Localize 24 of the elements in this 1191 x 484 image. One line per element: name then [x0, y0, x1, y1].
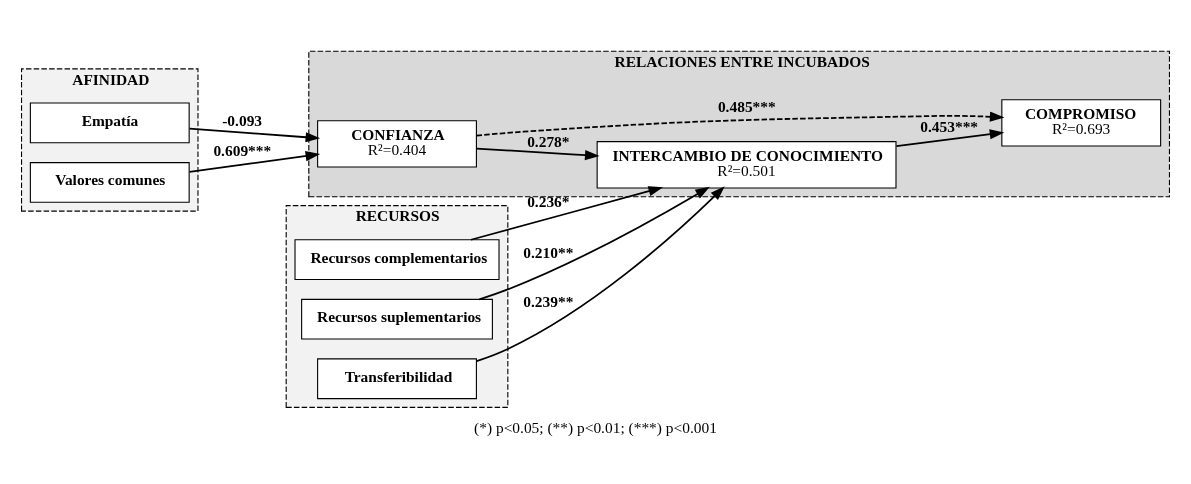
node-box: CONFIANZA R²=0.404	[317, 120, 477, 168]
node-box: Transferibilidad	[317, 358, 477, 400]
edge-label: 0.278*	[527, 133, 570, 151]
arrow	[188, 151, 321, 173]
arrow	[475, 147, 600, 161]
node-box: Recursos complementarios	[294, 239, 500, 281]
edge-label: -0.093	[222, 112, 263, 130]
arrow	[470, 186, 664, 241]
node-box: Recursos suplementarios	[301, 298, 493, 340]
arrow	[478, 186, 710, 301]
arrow	[475, 111, 1005, 137]
edge-label: 0.239**	[523, 293, 574, 311]
node-box: INTERCAMBIO DE CONOCIMIENTO R²=0.501	[596, 141, 897, 189]
node-box: Valores comunes	[29, 162, 190, 203]
node-box: Empatía	[29, 102, 190, 144]
edge-label: 0.210**	[523, 243, 574, 261]
arrow	[475, 186, 725, 362]
node-box: COMPROMISO R²=0.693	[1001, 99, 1162, 147]
edge-label: 0.453***	[920, 117, 979, 135]
caption: (*) p<0.05; (**) p<0.01; (***) p<0.001	[474, 418, 717, 436]
edge-label: 0.609***	[213, 142, 272, 160]
edge-label: 0.485***	[717, 98, 776, 116]
arrow	[895, 129, 1005, 147]
arrow	[188, 127, 321, 143]
